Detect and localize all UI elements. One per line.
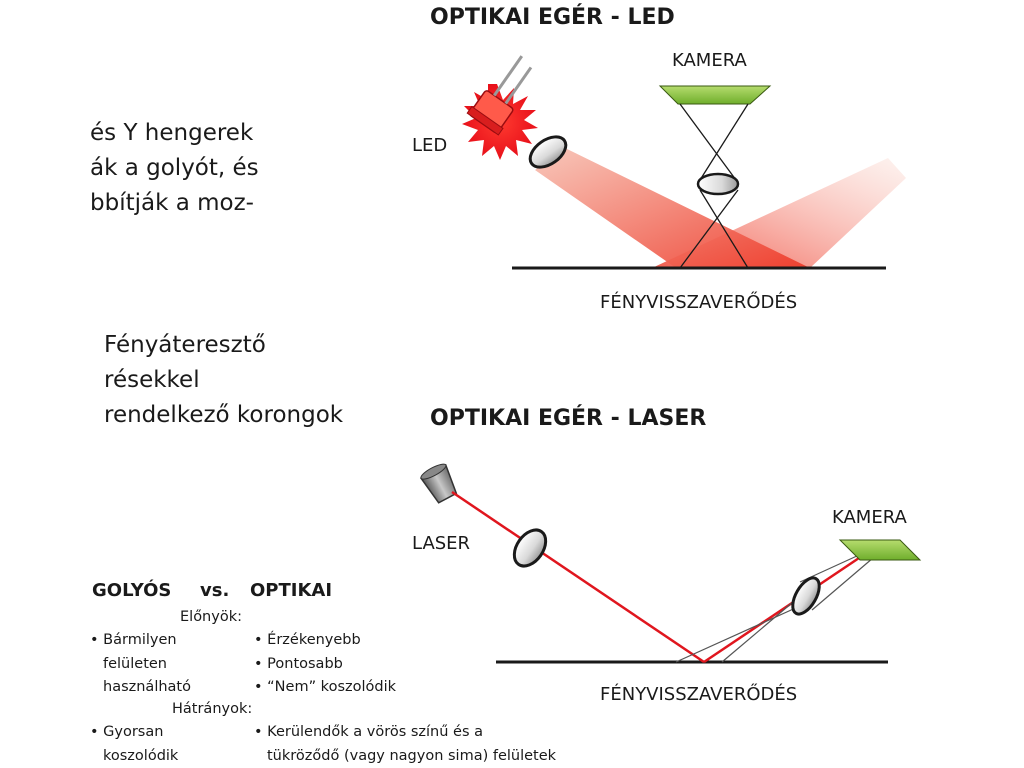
list-item: tükröződő (vagy nagyon sima) felületek (267, 747, 557, 764)
text-line: Fényáteresztő (104, 332, 266, 358)
laser-beam-reflected (703, 554, 863, 664)
camera-sensor (658, 85, 772, 105)
text-block-rollers: és Y hengerek ák a golyót, és bbítják a … (90, 116, 259, 221)
text-line: és Y hengerek (90, 120, 254, 146)
comparison-vs: vs. (200, 580, 230, 601)
pros-right-list: • Érzékenyebb • Pontosabb • “Nem” koszol… (254, 629, 396, 700)
laser-camera-label: KAMERA (832, 507, 907, 528)
incident-light-beam (535, 148, 810, 268)
text-line: bbítják a moz- (90, 190, 254, 216)
led-diagram (462, 55, 906, 270)
laser-emitter-icon (419, 463, 458, 504)
text-line: résekkel (104, 367, 200, 393)
list-item: koszolódik (103, 747, 179, 764)
list-item: • Pontosabb (254, 655, 343, 672)
laser-lens (512, 528, 548, 568)
list-item: • Gyorsan (90, 724, 164, 740)
list-item: felületen (103, 655, 167, 672)
cons-right-list: • Kerülendők a vörös színű és a tükröződ… (254, 721, 556, 768)
pros-label: Előnyök: (180, 609, 242, 625)
comparison-right-head: OPTIKAI (250, 580, 333, 601)
led-label: LED (412, 135, 448, 156)
laser-camera-sensor (838, 539, 922, 561)
cons-label: Hátrányok: (172, 701, 253, 717)
led-diagram-title: OPTIKAI EGÉR - LED (430, 5, 675, 30)
camera-view-lines (679, 103, 749, 269)
pros-left-list: • Bármilyen felületen használható (90, 629, 191, 700)
list-item: • Kerülendők a vörös színű és a (254, 724, 484, 740)
laser-camera-view-lines (675, 549, 881, 663)
laser-beam-incident (451, 490, 705, 664)
list-item: • Érzékenyebb (254, 632, 361, 648)
cons-left-list: • Gyorsan koszolódik (90, 721, 178, 768)
text-line: ák a golyót, és (90, 155, 259, 181)
camera-lens (696, 172, 740, 196)
led-camera-label: KAMERA (672, 50, 747, 71)
laser-camera-lens (791, 576, 821, 616)
laser-label: LASER (412, 533, 471, 554)
laser-diagram-title: OPTIKAI EGÉR - LASER (430, 406, 707, 431)
list-item: • “Nem” koszolódik (254, 679, 397, 695)
led-surface-label: FÉNYVISSZAVERŐDÉS (600, 292, 798, 313)
text-block-discs: Fényáteresztő résekkel rendelkező korong… (104, 328, 343, 433)
laser-surface-label: FÉNYVISSZAVERŐDÉS (600, 684, 798, 705)
comparison-left-head: GOLYÓS (92, 580, 172, 601)
led-icon (466, 55, 533, 136)
led-lens (528, 135, 568, 169)
list-item: használható (103, 679, 191, 695)
laser-diagram (419, 463, 922, 664)
list-item: • Bármilyen (90, 632, 177, 648)
text-line: rendelkező korongok (104, 402, 344, 428)
